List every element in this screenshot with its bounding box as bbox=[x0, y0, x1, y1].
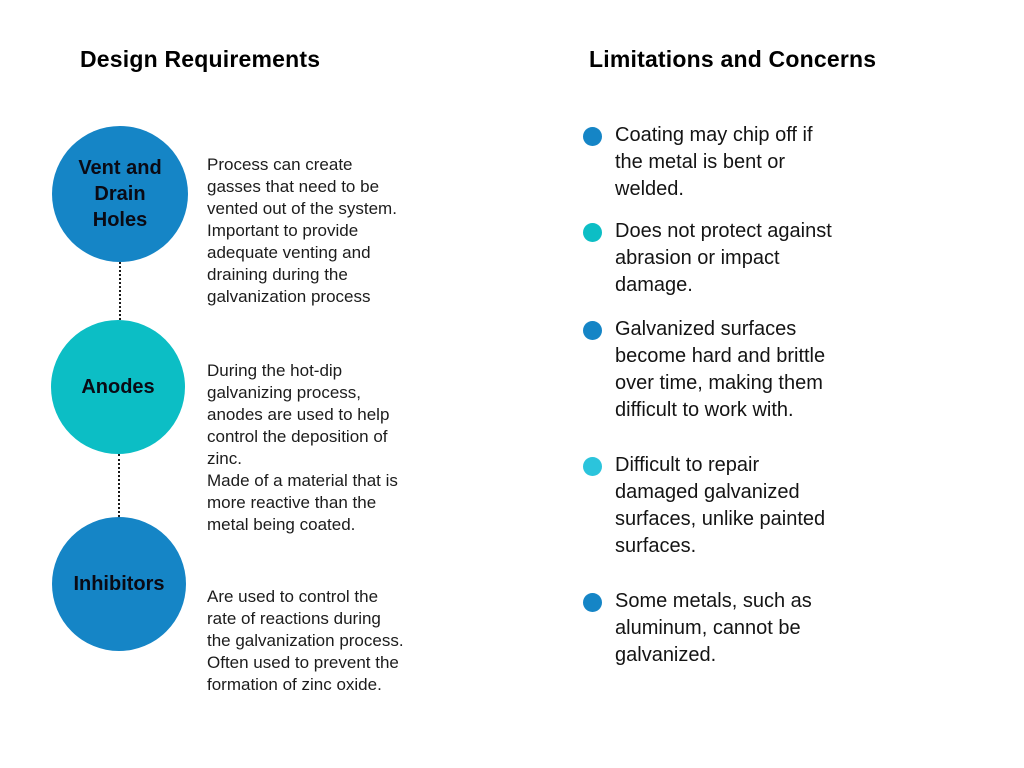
limitation-text: Does not protect against abrasion or imp… bbox=[615, 220, 832, 296]
limitation-item: Some metals, such as aluminum, cannot be… bbox=[583, 588, 913, 669]
bullet-dot-icon bbox=[583, 223, 602, 242]
bullet-dot-icon bbox=[583, 457, 602, 476]
anodes-circle: Anodes bbox=[51, 320, 185, 454]
anodes-description: During the hot-dip galvanizing process, … bbox=[207, 361, 398, 534]
inhibitors-circle: Inhibitors bbox=[52, 517, 186, 651]
limitation-item: Does not protect against abrasion or imp… bbox=[583, 218, 913, 299]
limitation-text: Difficult to repair damaged galvanized s… bbox=[615, 454, 826, 557]
bullet-dot-icon bbox=[583, 593, 602, 612]
limitation-text: Galvanized surfaces become hard and brit… bbox=[615, 318, 826, 421]
limitation-item: Coating may chip off if the metal is ben… bbox=[583, 122, 913, 203]
anodes-label: Anodes bbox=[81, 376, 155, 398]
limitation-text: Some metals, such as aluminum, cannot be… bbox=[615, 590, 812, 666]
vent-drain-holes-circle: Vent and Drain Holes bbox=[52, 126, 188, 262]
limitation-item: Galvanized surfaces become hard and brit… bbox=[583, 316, 913, 424]
limitation-item: Difficult to repair damaged galvanized s… bbox=[583, 452, 913, 560]
bullet-dot-icon bbox=[583, 321, 602, 340]
design-requirements-title: Design Requirements bbox=[80, 46, 321, 72]
inhibitors-description: Are used to control the rate of reaction… bbox=[207, 587, 404, 694]
vent-drain-holes-description: Process can create gasses that need to b… bbox=[207, 155, 397, 306]
vent-drain-holes-label: Vent and Drain Holes bbox=[78, 157, 162, 231]
dotted-connector-1 bbox=[119, 262, 121, 320]
inhibitors-label: Inhibitors bbox=[73, 573, 165, 595]
limitations-concerns-title: Limitations and Concerns bbox=[589, 46, 877, 72]
bullet-dot-icon bbox=[583, 127, 602, 146]
dotted-connector-2 bbox=[118, 454, 120, 517]
limitation-text: Coating may chip off if the metal is ben… bbox=[615, 124, 813, 200]
